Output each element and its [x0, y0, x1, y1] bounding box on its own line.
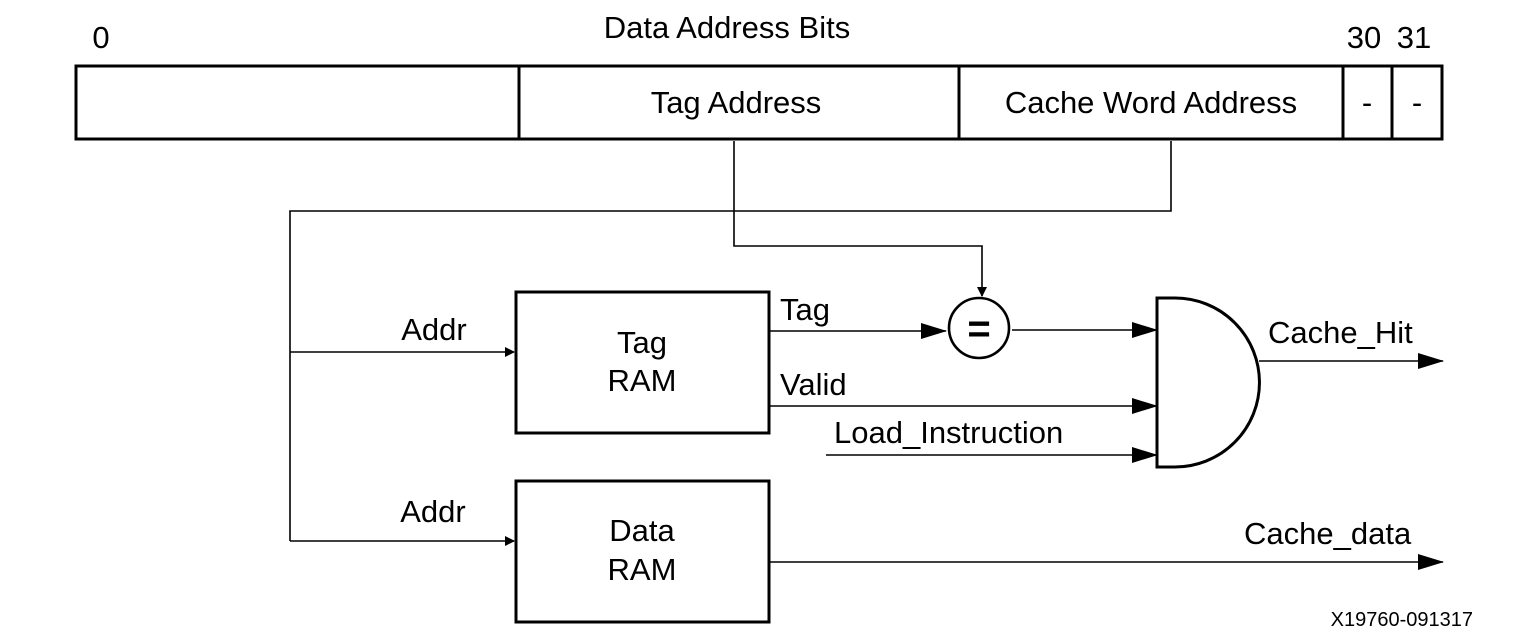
- tag-ram-addr-label: Addr: [401, 312, 466, 347]
- bit-label-start: 0: [92, 20, 109, 55]
- tag-ram-label-line1: Tag: [617, 325, 667, 360]
- data-ram-addr-label: Addr: [400, 494, 465, 529]
- tag-address-wire: [733, 141, 987, 297]
- comparator-circle: [947, 296, 1011, 360]
- valid-signal-label: Valid: [780, 367, 847, 402]
- data-ram-label-line2: RAM: [608, 552, 677, 587]
- field-cache-word-address: [957, 64, 1345, 141]
- field-bit-31-label: -: [1412, 85, 1422, 120]
- field-cache-word-address-label: Cache Word Address: [1005, 85, 1297, 120]
- cache-data-label: Cache_data: [1244, 516, 1412, 551]
- cache-word-address-wire: [289, 141, 1172, 541]
- comparator-symbol: =: [967, 307, 990, 351]
- tag-ram-label-line2: RAM: [608, 363, 677, 398]
- field-high-bits: [74, 64, 521, 141]
- data-ram-label-line1: Data: [609, 513, 675, 548]
- field-bit-30: [1341, 64, 1394, 141]
- field-tag-address-label: Tag Address: [651, 85, 822, 120]
- data-ram-block: [514, 479, 771, 624]
- cache-hit-label: Cache_Hit: [1268, 315, 1413, 350]
- bit-label-30: 30: [1347, 20, 1381, 55]
- tag-ram-block: [514, 290, 771, 435]
- bit-label-31: 31: [1397, 20, 1431, 55]
- field-bit-31: [1390, 64, 1444, 141]
- address-bar: Tag Address Cache Word Address - -: [74, 64, 1444, 141]
- address-bar-title: Data Address Bits: [604, 10, 850, 45]
- field-tag-address: [517, 64, 961, 141]
- tag-signal-label: Tag: [780, 292, 830, 327]
- and-gate: [1155, 296, 1261, 469]
- load-instruction-label: Load_Instruction: [834, 415, 1063, 450]
- figure-id: X19760-091317: [1331, 609, 1473, 631]
- field-bit-30-label: -: [1362, 85, 1372, 120]
